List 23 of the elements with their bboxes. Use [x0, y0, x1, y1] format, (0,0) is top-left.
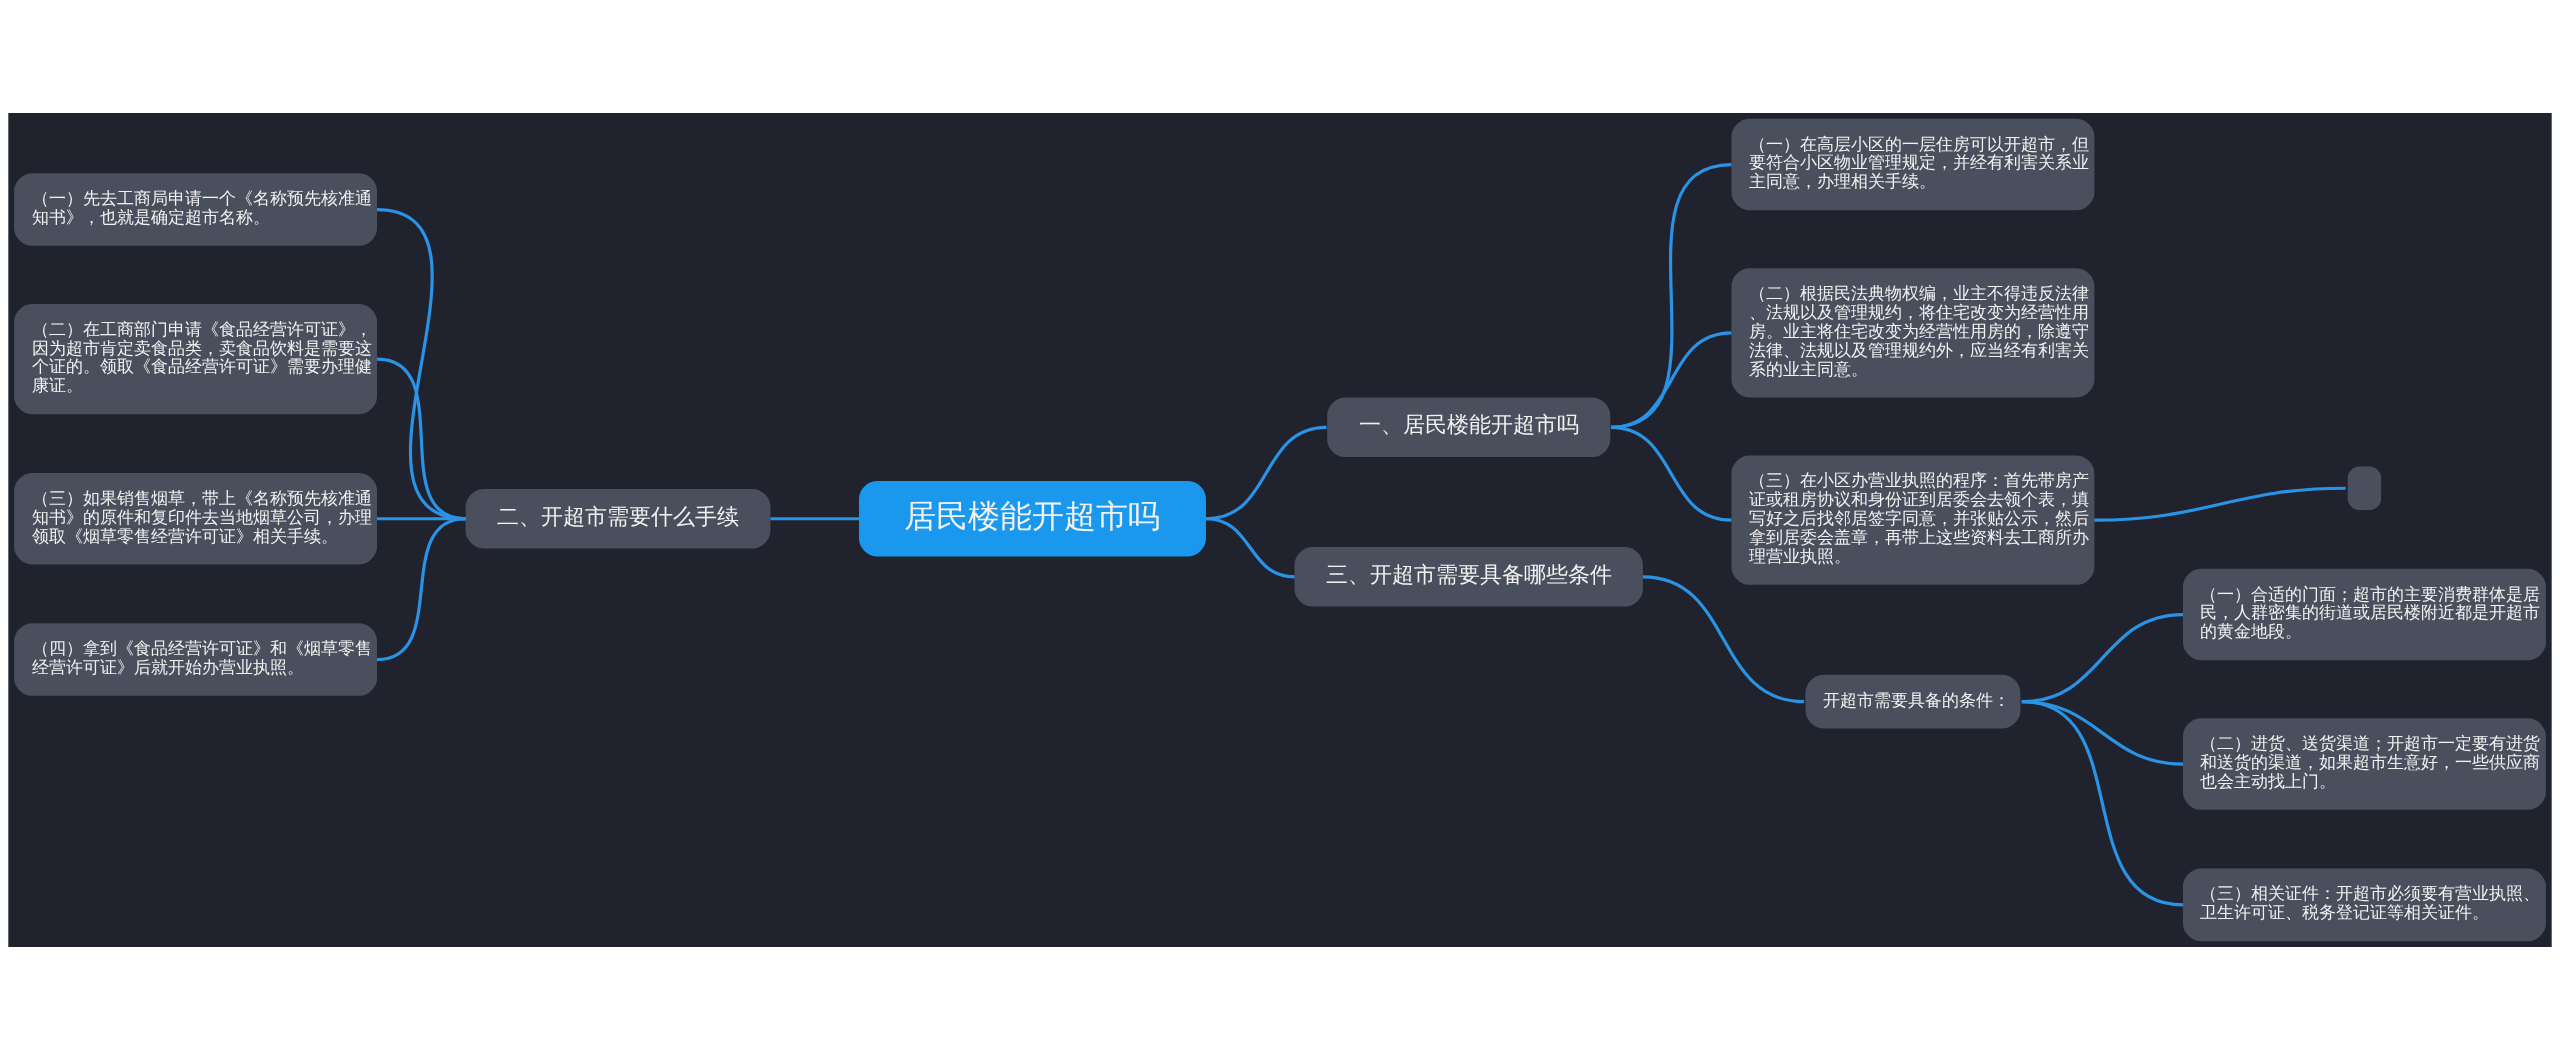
connector: [2021, 699, 2184, 906]
connector: [770, 516, 859, 520]
connector: [1610, 425, 1732, 522]
node-box: 一、居民楼能开超市吗: [1327, 397, 1611, 457]
node-box: 居民楼能开超市吗: [859, 480, 1206, 556]
node-box: 三、开超市需要具备哪些条件: [1294, 546, 1643, 607]
connector: [1642, 574, 1805, 703]
node-box: （四）拿到《食品经营许可证》和《烟草零售经营许可证》后就开始办营业执照。: [14, 622, 378, 696]
connector: [1205, 516, 1295, 578]
node-box: （三）相关证件：开超市必须要有营业执照、卫生许可证、税务登记证等相关证件。: [2182, 868, 2546, 941]
node-box: （二）在工商部门申请《食品经营许可证》，因为超市肯定卖食品类，卖食品饮料是需要这个证的。领取《食品经营许可证》需要办理健康证。: [14, 303, 378, 414]
node-box: [2347, 466, 2382, 510]
node-box: 开超市需要具备的条件：: [1805, 674, 2021, 728]
node-box: （二）进货、送货渠道；开超市一定要有进货和送货的渠道，如果超市生意好，一些供应商也会主动找上门。: [2182, 717, 2546, 810]
node-box: 二、开超市需要什么手续: [465, 488, 771, 548]
connector: [376, 516, 466, 661]
node-box: （三）在小区办营业执照的程序：首先带房产证或租房协议和身份证到居委会去领个表，填写好之后找邻居签字同意，并张贴公示，然后拿到居委会盖章，再带上这些资料去工商所办理营业执照。: [1731, 455, 2095, 585]
node-box: （一）先去工商局申请一个《名称预先核准通知书》，也就是确定超市名称。: [14, 172, 378, 246]
connector: [2094, 486, 2346, 522]
node-box: （一）合适的门面；超市的主要消费群体是居民，人群密集的街道或居民楼附近都是开超市的黄金地段。: [2182, 568, 2546, 660]
node-box: （三）如果销售烟草，带上《名称预先核准通知书》的原件和复印件去当地烟草公司，办理领取《烟草零售经营许可证》相关手续。: [14, 472, 378, 564]
node-box: （二）根据民法典物权编，业主不得违反法律、法规以及管理规约，将住宅改变为经营性用房。业主将住宅改变为经营性用房的，除遵守法律、法规以及管理规约外，应当经有利害关系的业主同意。: [1731, 267, 2095, 398]
node-box: （一）在高层小区的一层住房可以开超市，但要符合小区物业管理规定，并经有利害关系业主同意，办理相关手续。: [1731, 118, 2095, 210]
